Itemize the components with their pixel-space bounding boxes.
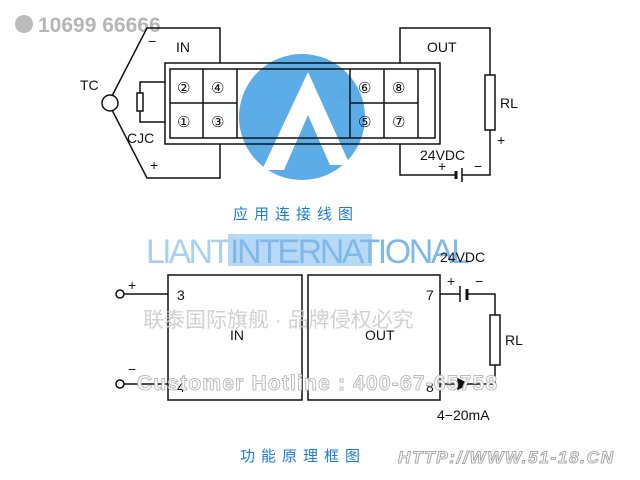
out-box [307,274,441,401]
module-outer [164,62,441,145]
in-label: IN [176,39,190,55]
wiring-diagram [101,27,496,182]
brand-watermark: LIANT INTERNATIONAL [145,232,470,271]
pin-4: 4 [177,379,185,395]
slogan-watermark: 联泰国际旗舰 · 品牌侵权必究 [143,309,414,332]
supply-label: 24VDC [420,147,465,163]
url-watermark: HTTP://WWW.51-18.CN [398,448,614,467]
phone-number: 10699 66666 [38,14,161,37]
out-box-label: OUT [365,327,395,343]
tc-label: TC [80,77,99,93]
terminal-6: ⑥ [358,79,371,97]
block-supply-label: 24VDC [440,249,485,265]
block-rl-label: RL [505,332,523,348]
brand-right: INTERNATIONAL [230,233,470,271]
block-supply-plus: + [447,273,455,289]
terminal-4: ④ [211,79,224,97]
terminal-3: ③ [211,113,224,131]
hotline-watermark: Customer Hotline : 400-67-65758 [137,372,497,395]
pin-7: 7 [426,287,434,303]
registered-mark: ® [338,85,349,101]
in-minus-label: − [148,33,156,49]
terminal-8: ⑧ [392,79,405,97]
in-plus-label: + [150,157,158,173]
block-labels: + − 3 4 IN OUT 7 8 24VDC + − RL 4−20mA 功… [128,249,523,465]
rl-plus-label: + [497,132,505,148]
terminal-1: ① [177,113,190,131]
wiring-caption: 应用连接线图 [233,205,359,223]
wiring-labels: TC CJC IN − + OUT RL + 24VDC + − ② ④ ① ③… [80,33,518,223]
block-in-minus: − [128,361,136,377]
block-supply-minus: − [475,273,483,289]
terminal-7: ⑦ [392,113,405,131]
current-label: 4−20mA [437,407,490,423]
supply-minus-label: − [474,158,482,174]
terminal-2: ② [177,79,190,97]
block-diagram [115,274,501,401]
logo-watermark: ® [239,54,365,180]
rl-label: RL [500,95,518,111]
block-in-plus: + [128,277,136,293]
phone-watermark: 10699 66666 [15,14,161,37]
brand-left: LIANT [146,233,231,271]
pin-3: 3 [177,287,185,303]
pin-8: 8 [426,379,434,395]
in-box [167,274,303,401]
block-caption: 功能原理框图 [240,447,366,465]
cjc-label: CJC [127,130,154,146]
supply-plus-label: + [438,158,446,174]
in-box-label: IN [230,327,244,343]
terminal-5: ⑤ [358,113,371,131]
penguin-icon [15,15,33,33]
out-label: OUT [427,39,457,55]
